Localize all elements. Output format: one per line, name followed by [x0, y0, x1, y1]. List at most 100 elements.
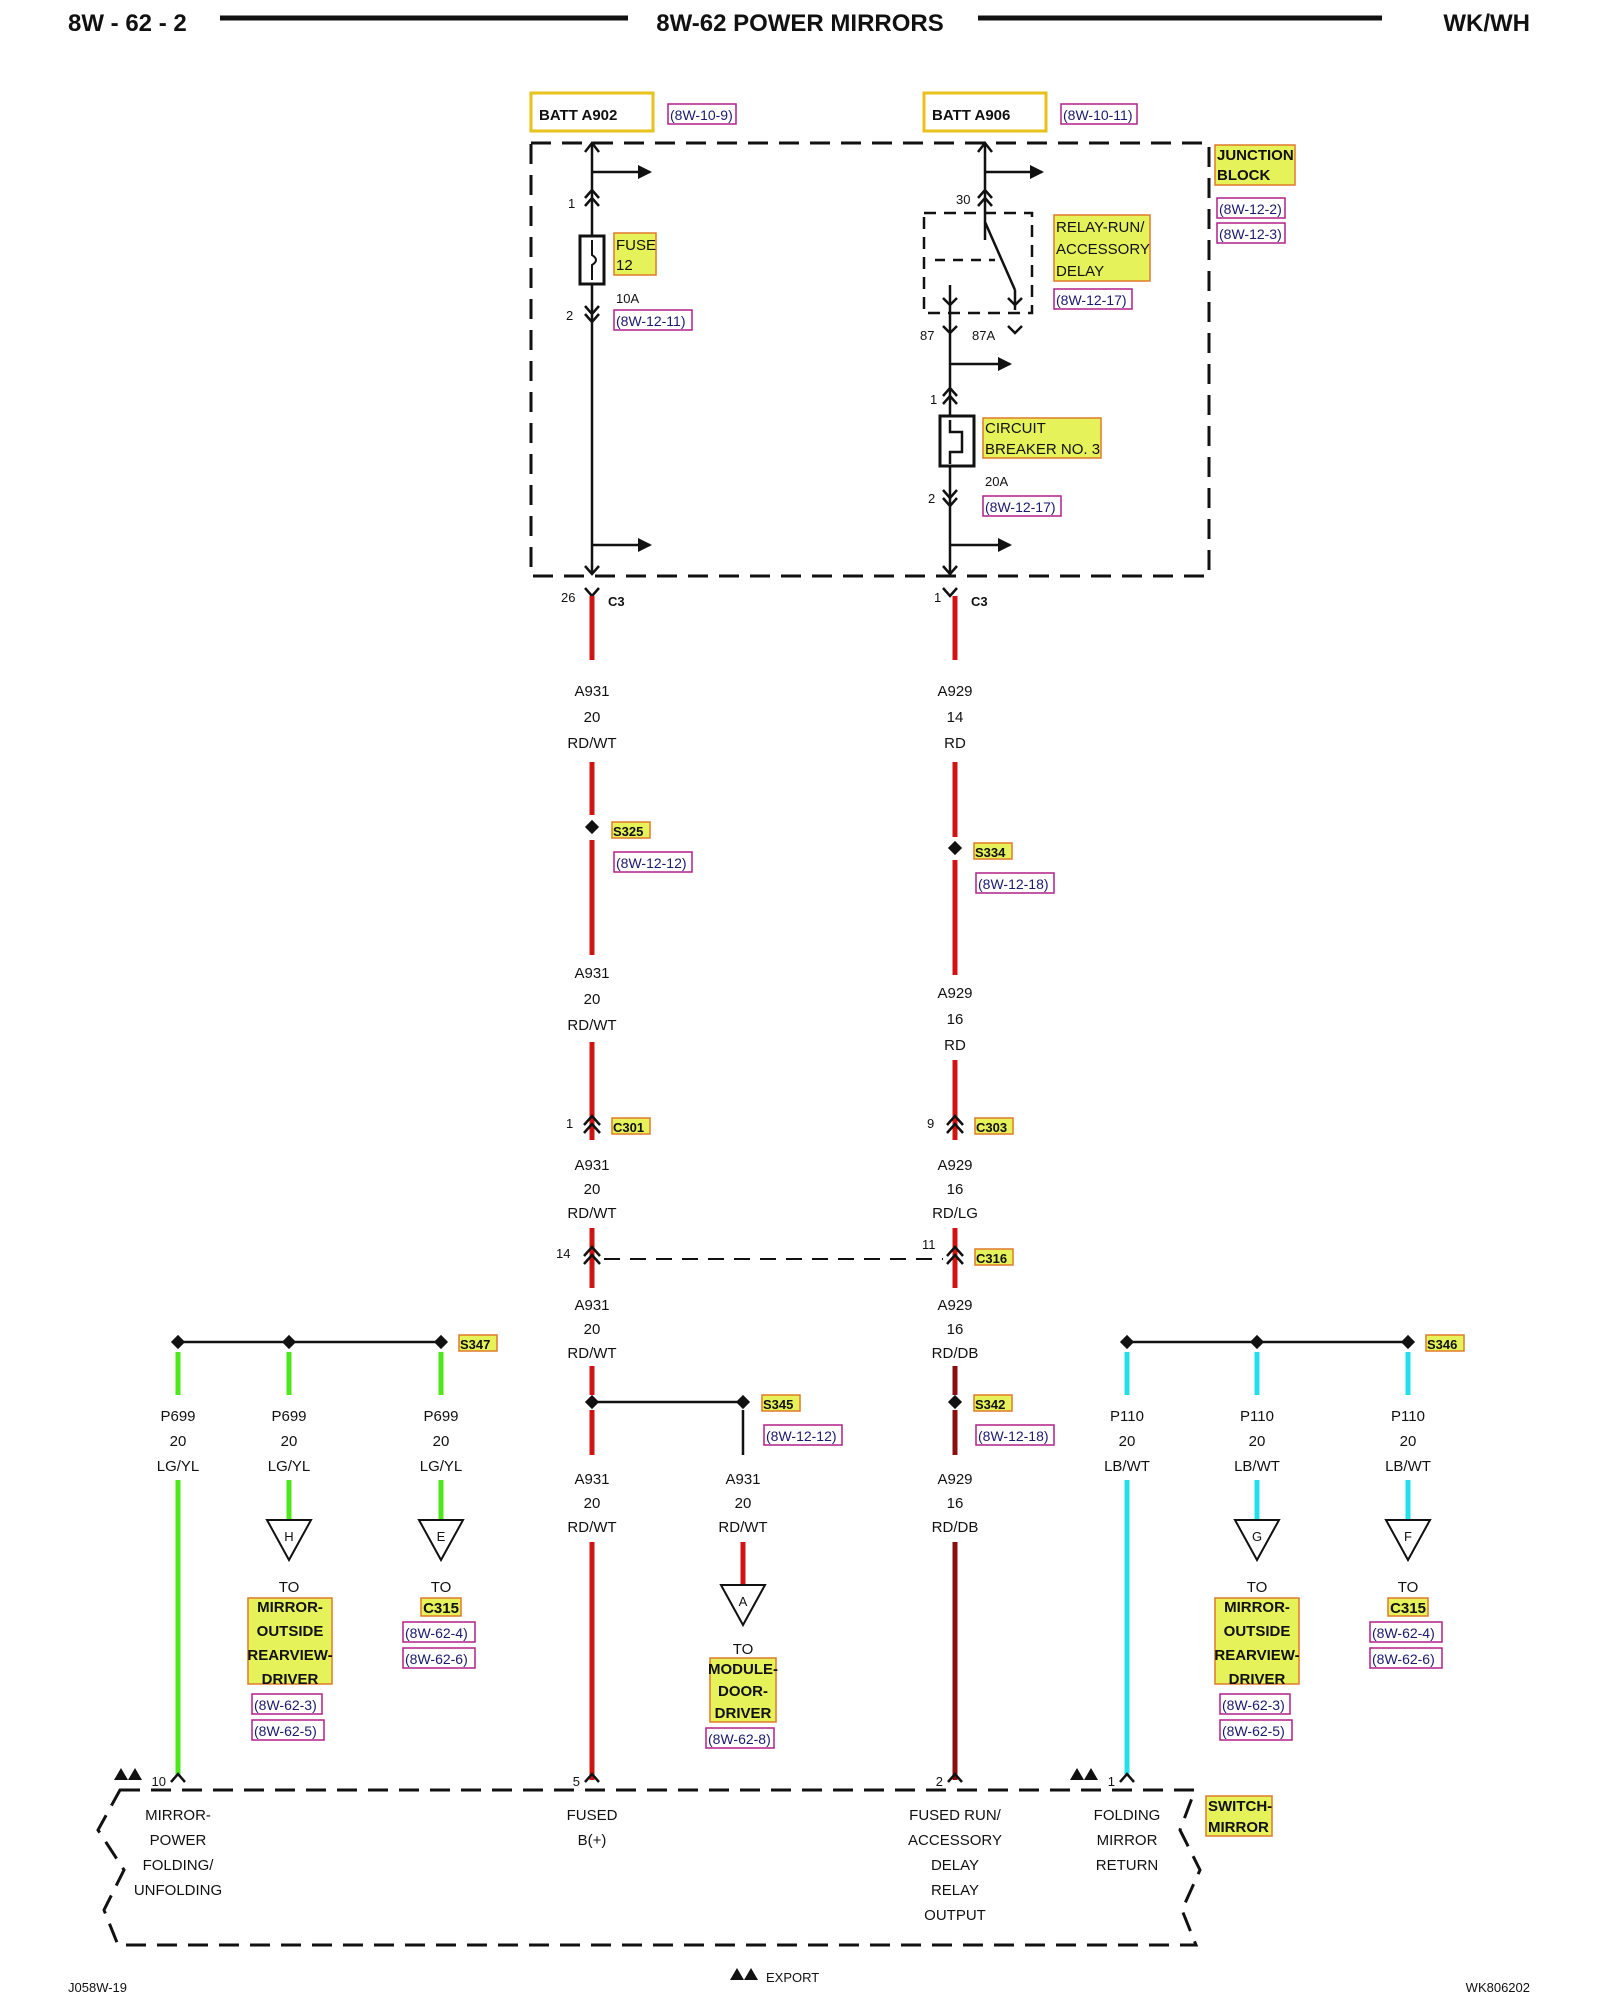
- fuse-name-2: 12: [616, 257, 633, 274]
- offpage-e-triangle[interactable]: [417, 1519, 465, 1563]
- batt-a902-ref[interactable]: (8W-10-9): [670, 107, 733, 123]
- splice-s342-ref-box: [975, 1424, 1055, 1446]
- circuit-p110: S346 P110 20 LB/WT P110 20 LB/WT G TO MI…: [1104, 1334, 1465, 1776]
- relay-label-bg: [1053, 214, 1151, 282]
- mirror-driver-h-ref1[interactable]: (8W-62-3): [254, 1697, 317, 1713]
- wire-p110-1-gauge: 20: [1119, 1433, 1136, 1450]
- mirror-driver-g-ref2[interactable]: (8W-62-5): [1222, 1723, 1285, 1739]
- switch-mirror-label-bg: [1205, 1795, 1273, 1837]
- switch-pin-5-line1: FUSED: [567, 1807, 618, 1824]
- connector-c303-name: C303: [976, 1120, 1007, 1135]
- page-number: 8W - 62 - 2: [68, 10, 187, 37]
- offpage-a-to: TO: [733, 1641, 754, 1658]
- wire-a931-5-code: A931: [574, 1471, 609, 1488]
- mirror-driver-h-4: DRIVER: [262, 1671, 319, 1688]
- splice-s325-ref-box: [613, 851, 693, 873]
- wire-a931-4-gauge: 20: [584, 1321, 601, 1338]
- splice-s347-label-bg: [458, 1334, 498, 1352]
- splice-s345-label-bg: [761, 1394, 801, 1412]
- switch-pin-1-line2: MIRROR: [1097, 1832, 1158, 1849]
- relay-ref[interactable]: (8W-12-17): [1056, 292, 1127, 308]
- breaker-ref-box: [982, 495, 1062, 517]
- splice-s347-dot-3: [433, 1334, 449, 1350]
- mirror-driver-g-ref1[interactable]: (8W-62-3): [1222, 1697, 1285, 1713]
- batt-a906-ref[interactable]: (8W-10-11): [1063, 107, 1133, 123]
- circuit-a929: A929 14 RD S334 (8W-12-18) A929 16 RD 9 …: [604, 596, 1055, 1780]
- batt-a902-source: BATT A902 (8W-10-9): [529, 91, 737, 133]
- c3-right-pin: 1: [934, 590, 941, 605]
- mirror-driver-h-2: OUTSIDE: [257, 1623, 324, 1640]
- breaker-label-bg: [982, 417, 1102, 459]
- breaker-name-2: BREAKER NO. 3: [985, 441, 1100, 458]
- breaker-rating: 20A: [985, 474, 1008, 489]
- footer-legend: EXPORT: [766, 1970, 819, 1985]
- relay-name-1: RELAY-RUN/: [1056, 219, 1145, 236]
- wire-a931-4-code: A931: [574, 1297, 609, 1314]
- wire-a931-4-color: RD/WT: [567, 1345, 616, 1362]
- breaker-symbol: [938, 414, 976, 468]
- switch-pin-2-line4: RELAY: [931, 1882, 979, 1899]
- splice-s334-ref[interactable]: (8W-12-18): [978, 876, 1049, 892]
- splice-s345-ref[interactable]: (8W-12-12): [766, 1428, 837, 1444]
- wire-a931-branch-code: A931: [725, 1471, 760, 1488]
- mirror-driver-g-2: OUTSIDE: [1224, 1623, 1291, 1640]
- c315-f-ref2[interactable]: (8W-62-6): [1372, 1651, 1435, 1667]
- offpage-f-triangle[interactable]: [1384, 1519, 1432, 1563]
- connector-c301: [583, 1114, 601, 1134]
- splice-s325-ref[interactable]: (8W-12-12): [616, 855, 687, 871]
- offpage-g-triangle[interactable]: [1233, 1519, 1281, 1563]
- module-door-driver-1: MODULE-: [708, 1661, 778, 1678]
- wire-a929-1-code: A929: [937, 683, 972, 700]
- module-door-driver-ref[interactable]: (8W-62-8): [708, 1731, 771, 1747]
- splice-s342-dot: [947, 1394, 963, 1410]
- footer-right-code: WK806202: [1466, 1980, 1530, 1995]
- c315-f-ref1[interactable]: (8W-62-4): [1372, 1625, 1435, 1641]
- junction-block-ref1[interactable]: (8W-12-2): [1219, 201, 1282, 217]
- junction-block: JUNCTION BLOCK (8W-12-2) (8W-12-3) 1 2 F…: [529, 140, 1296, 609]
- connector-c316-right: [946, 1245, 964, 1265]
- splice-s347-dot-1: [170, 1334, 186, 1350]
- fuse-name-1: FUSE: [616, 237, 656, 254]
- fuse-label-bg: [613, 232, 657, 276]
- wire-a929-3-gauge: 16: [947, 1181, 964, 1198]
- fuse-ref[interactable]: (8W-12-11): [616, 313, 686, 329]
- wire-a929-3-code: A929: [937, 1157, 972, 1174]
- fuse-ref-box: [613, 309, 693, 331]
- relay-ref-box: [1053, 288, 1133, 310]
- wire-a929-4-color: RD/DB: [932, 1345, 979, 1362]
- splice-s325-name: S325: [613, 824, 643, 839]
- wire-a931-1-gauge: 20: [584, 709, 601, 726]
- junction-block-ref2[interactable]: (8W-12-3): [1219, 226, 1282, 242]
- c315-e-ref2[interactable]: (8W-62-6): [405, 1651, 468, 1667]
- wire-a929-2-gauge: 16: [947, 1011, 964, 1028]
- connector-c316-left: [583, 1245, 601, 1265]
- wire-p699-3-color: LG/YL: [420, 1458, 463, 1475]
- switch-pin-2-line2: ACCESSORY: [908, 1832, 1002, 1849]
- switch-pin-10: 10: [152, 1774, 166, 1789]
- switch-pin-5-line2: B(+): [578, 1832, 607, 1849]
- splice-s346-label-bg: [1425, 1334, 1465, 1352]
- c315-e-ref1[interactable]: (8W-62-4): [405, 1625, 468, 1641]
- wire-p699-2-code: P699: [271, 1408, 306, 1425]
- fuse-rating: 10A: [616, 291, 639, 306]
- connector-c316-right-pin: 11: [922, 1237, 936, 1252]
- wire-a931-1-code: A931: [574, 683, 609, 700]
- splice-s334-label-bg: [973, 842, 1013, 860]
- splice-s346-dot-1: [1119, 1334, 1135, 1350]
- mirror-driver-h-ref1-box: [251, 1693, 323, 1715]
- splice-s342-ref[interactable]: (8W-12-18): [978, 1428, 1049, 1444]
- wire-a931-2-color: RD/WT: [567, 1017, 616, 1034]
- offpage-a-triangle[interactable]: [719, 1584, 767, 1628]
- mirror-driver-h-ref2[interactable]: (8W-62-5): [254, 1723, 317, 1739]
- offpage-h-triangle[interactable]: [265, 1519, 313, 1563]
- wire-a931-3-gauge: 20: [584, 1181, 601, 1198]
- splice-s342-name: S342: [975, 1397, 1005, 1412]
- switch-pin-1-terminal: [1119, 1772, 1135, 1783]
- relay-outline: [922, 211, 1034, 315]
- breaker-ref[interactable]: (8W-12-17): [985, 499, 1056, 515]
- wire-p110-2-color: LB/WT: [1234, 1458, 1280, 1475]
- module-door-driver-label-bg: [709, 1657, 777, 1723]
- splice-s346-dot-3: [1400, 1334, 1416, 1350]
- connector-c301-name: C301: [613, 1120, 644, 1135]
